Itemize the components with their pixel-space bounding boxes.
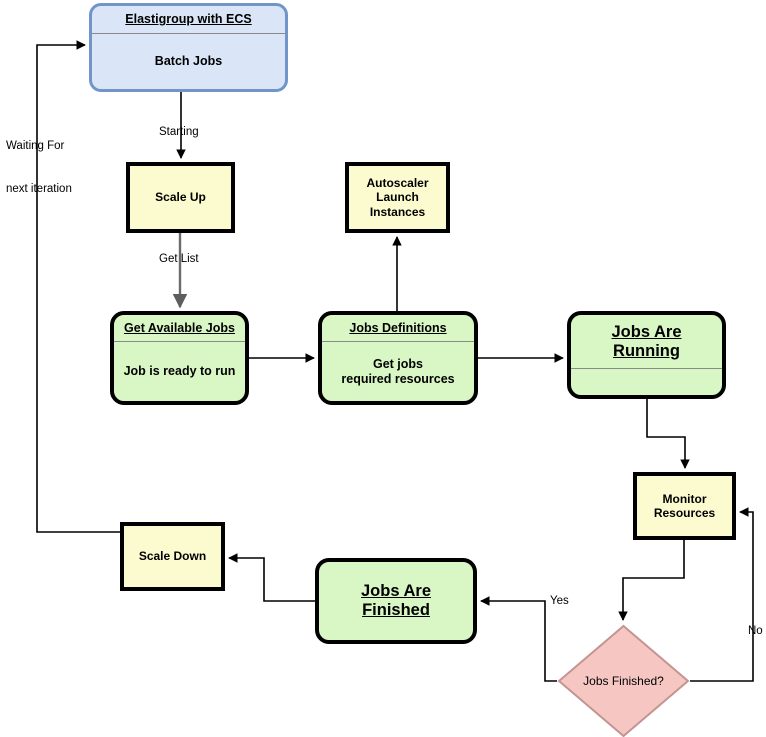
edge-label-waiting-for-next-iteration: Waiting For next iteration — [6, 110, 72, 225]
edge-label-yes: Yes — [550, 595, 569, 607]
node-jobs-definitions-title: Jobs Definitions — [349, 321, 447, 335]
node-jobs-definitions-line-1: Get jobs — [372, 356, 423, 371]
node-scale-down[interactable]: Scale Down — [120, 522, 225, 591]
edge-label-waiting-line-2: next iteration — [6, 182, 72, 195]
node-autoscaler-line-1: Autoscaler — [366, 175, 429, 190]
node-get-available-jobs-body: Job is ready to run — [123, 364, 236, 379]
node-jobs-are-running[interactable]: Jobs Are Running — [567, 311, 726, 399]
node-scale-up[interactable]: Scale Up — [126, 162, 235, 233]
node-elastigroup-title: Elastigroup with ECS — [125, 12, 252, 26]
node-get-available-jobs-title: Get Available Jobs — [124, 321, 235, 335]
node-jobs-are-running-body — [571, 369, 722, 395]
node-jobs-are-finished-line-1: Jobs Are — [361, 582, 431, 601]
node-get-available-jobs-divider — [114, 341, 245, 343]
node-jobs-finished-decision[interactable]: Jobs Finished? — [557, 624, 690, 737]
node-jobs-are-finished-line-2: Finished — [362, 601, 430, 619]
node-jobs-are-running-line-1: Jobs Are — [611, 323, 682, 341]
node-autoscaler-line-3: Instances — [369, 204, 426, 219]
node-elastigroup-with-ecs[interactable]: Elastigroup with ECS Batch Jobs — [89, 3, 288, 92]
node-monitor-resources-line-1: Monitor — [662, 491, 707, 506]
edge-decision-yes-to-finished — [480, 596, 557, 682]
node-jobs-definitions-body: Get jobs required resources — [322, 342, 474, 401]
node-jobs-finished-decision-label: Jobs Finished? — [583, 674, 664, 688]
node-jobs-are-running-title: Jobs Are Running — [571, 315, 722, 368]
node-get-available-jobs[interactable]: Get Available Jobs Job is ready to run — [110, 311, 249, 405]
edge-finished-to-scaledown — [228, 553, 315, 602]
edge-label-no: No — [748, 625, 763, 637]
edge-scaledown-to-elastigroup — [36, 40, 120, 533]
edge-running-to-monitor — [646, 399, 690, 469]
node-jobs-are-finished-title: Jobs Are Finished — [319, 582, 473, 620]
edge-label-waiting-line-1: Waiting For — [6, 139, 65, 152]
node-scale-up-label: Scale Up — [155, 190, 206, 205]
node-elastigroup-divider — [92, 33, 285, 35]
node-jobs-are-finished[interactable]: Jobs Are Finished — [315, 558, 477, 644]
node-jobs-definitions-divider — [322, 341, 474, 343]
edge-label-starting: Starting — [159, 126, 199, 138]
node-monitor-resources[interactable]: Monitor Resources — [633, 472, 736, 540]
node-jobs-definitions-line-2: required resources — [341, 371, 455, 386]
node-scale-down-label: Scale Down — [138, 549, 207, 564]
edge-monitor-to-decision — [618, 540, 685, 621]
edge-decision-no-to-monitor — [690, 507, 754, 682]
node-jobs-are-running-line-2: Running — [613, 341, 680, 360]
node-jobs-are-running-divider — [571, 367, 722, 369]
node-monitor-resources-label: Monitor Resources — [637, 476, 732, 536]
edge-label-get-list: Get List — [159, 253, 199, 265]
diamond-shape — [557, 624, 690, 737]
node-autoscaler-label: Autoscaler Launch Instances — [349, 166, 446, 229]
node-autoscaler-line-2: Launch — [376, 190, 419, 205]
node-jobs-definitions[interactable]: Jobs Definitions Get jobs required resou… — [318, 311, 478, 405]
node-monitor-resources-line-2: Resources — [653, 506, 716, 520]
node-elastigroup-body: Batch Jobs — [154, 54, 223, 69]
node-autoscaler-launch-instances[interactable]: Autoscaler Launch Instances — [345, 162, 450, 233]
